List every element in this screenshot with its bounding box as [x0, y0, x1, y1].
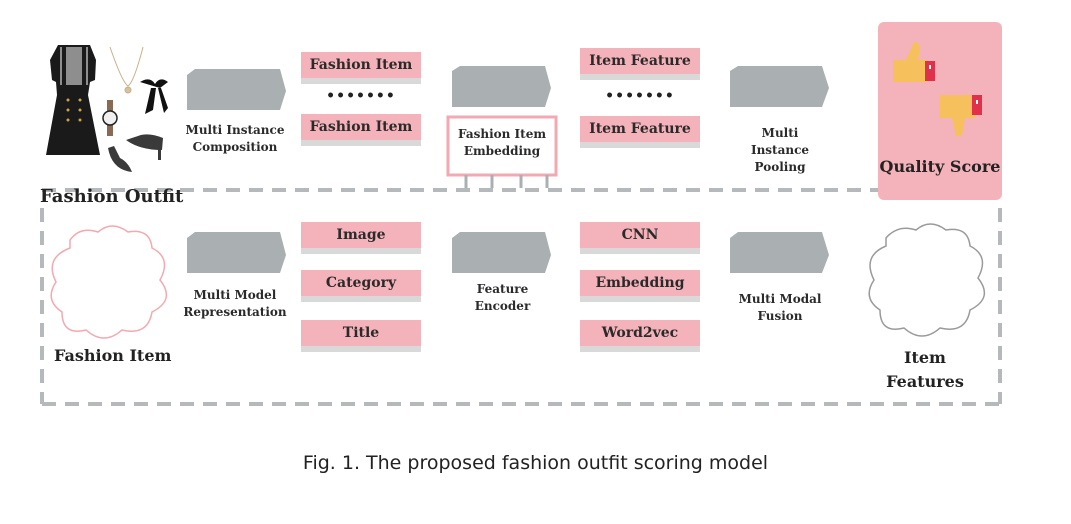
- necklace-icon: [109, 46, 144, 94]
- fashion-outfit-label: Fashion Outfit: [40, 186, 184, 207]
- item-feature-box-1: Item Feature: [580, 48, 700, 80]
- arrow-multi-model-representation: [187, 232, 286, 273]
- figure-caption: Fig. 1. The proposed fashion outfit scor…: [302, 452, 769, 474]
- multi-model-representation-label: Multi Model Representation: [183, 288, 287, 319]
- arrow-feature-encoder: [452, 232, 551, 273]
- embedding-box: [446, 115, 558, 177]
- fashion-item-box-2: Fashion Item: [301, 114, 421, 146]
- arrow-fashion-item-embedding: [452, 66, 551, 107]
- cnn-box: CNN: [580, 222, 700, 254]
- fashion-item-embedding-label: Fashion Item Embedding: [457, 127, 547, 158]
- bow-icon: [140, 79, 168, 114]
- features-ellipsis: •••••••: [605, 88, 675, 104]
- thumbs-up-icon: [893, 42, 935, 82]
- category-box: Category: [301, 270, 421, 302]
- dress-icon: [46, 45, 100, 155]
- arrow-multi-instance-composition: [187, 69, 286, 110]
- fashion-item-label: Fashion Item: [54, 346, 172, 365]
- title-box: Title: [301, 320, 421, 352]
- embedding-box-label: Embedding: [580, 270, 700, 302]
- heels-icon: [108, 134, 163, 172]
- feature-encoder-label: Feature Encoder: [474, 282, 531, 313]
- items-ellipsis: •••••••: [326, 88, 396, 104]
- dashed-frame: [40, 188, 1002, 406]
- thumbs-down-icon: [940, 95, 982, 137]
- multi-modal-fusion-label: Multi Modal Fusion: [738, 292, 822, 323]
- fashion-item-box-1: Fashion Item: [301, 52, 421, 84]
- arrow-multi-instance-pooling: [730, 66, 829, 107]
- quality-score-label: Quality Score: [879, 157, 1001, 176]
- cloud-icon: [50, 225, 168, 339]
- arrow-multi-modal-fusion: [730, 232, 829, 273]
- cloud-icon: [868, 223, 986, 337]
- multi-instance-composition-label: Multi Instance Composition: [185, 123, 285, 154]
- embedding-connectors: [464, 175, 549, 188]
- item-features-label: Item Features: [886, 348, 964, 391]
- word2vec-box: Word2vec: [580, 320, 700, 352]
- multi-instance-pooling-label: Multi Instance Pooling: [750, 126, 810, 174]
- watch-icon: [102, 100, 118, 136]
- item-feature-box-2: Item Feature: [580, 116, 700, 148]
- image-box: Image: [301, 222, 421, 254]
